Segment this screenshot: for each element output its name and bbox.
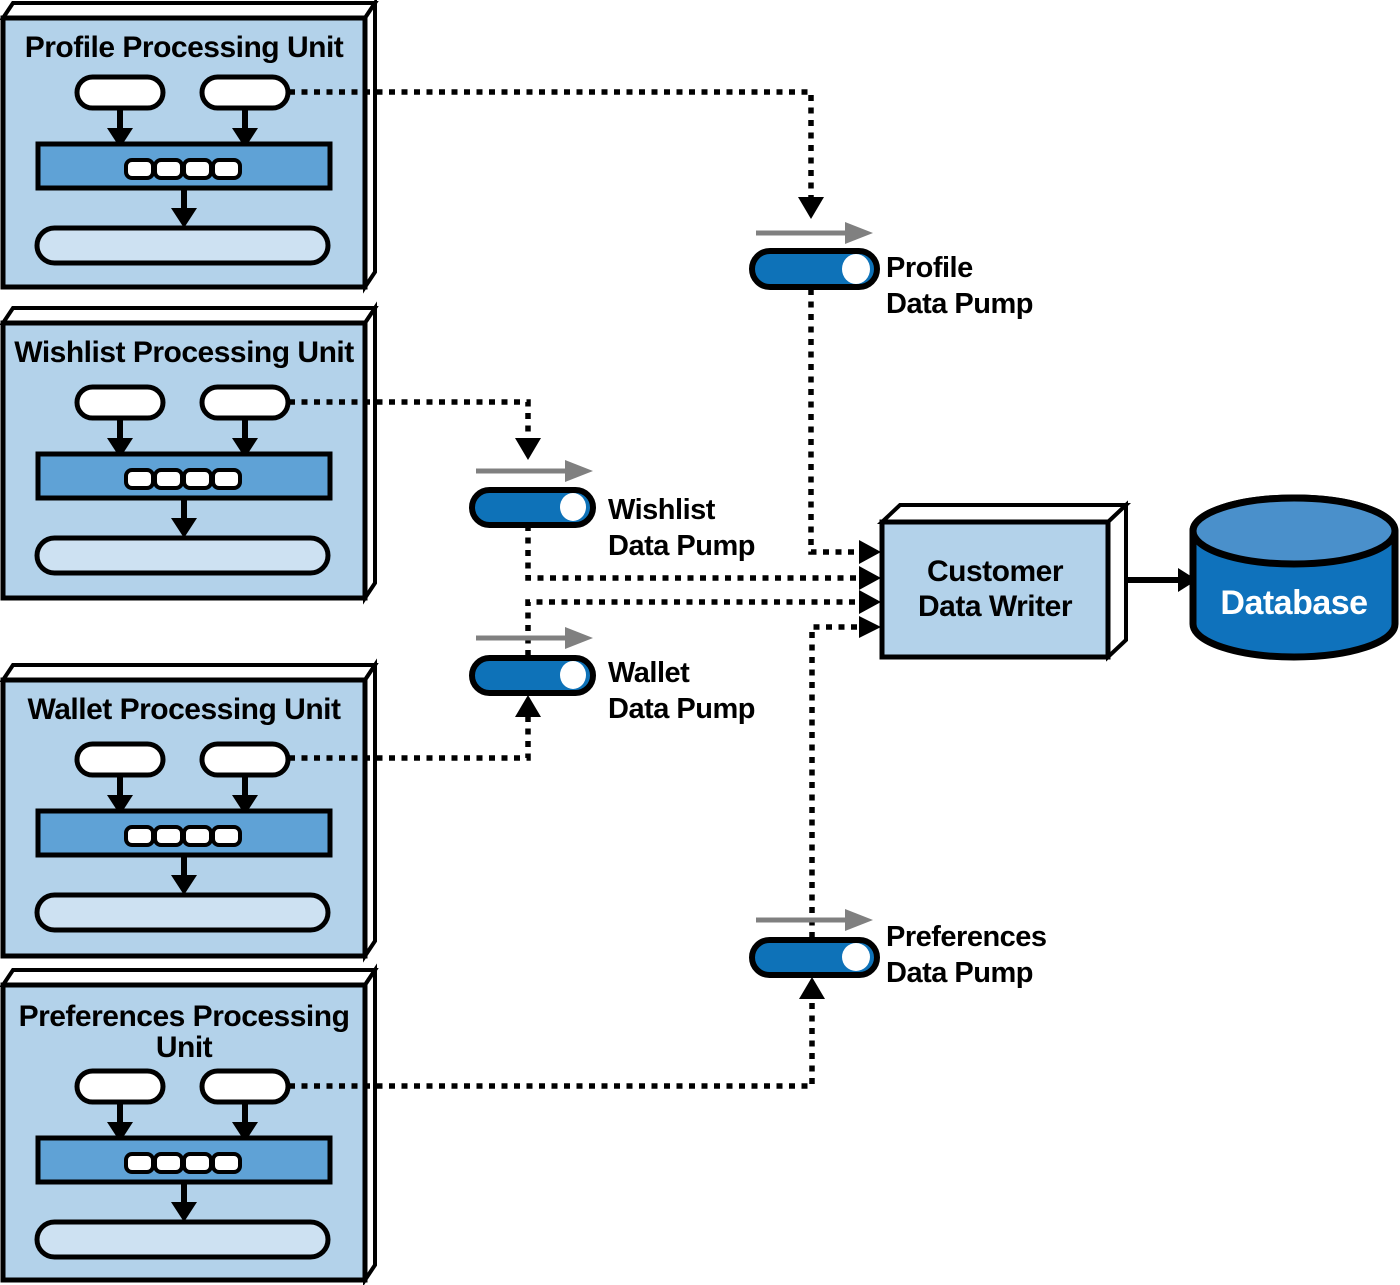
pump-open-end — [842, 943, 870, 971]
pump-label-line1: Wishlist — [608, 494, 715, 526]
connector-wallet-pump-to-writer — [525, 590, 881, 656]
connector-wallet-unit-to-pump — [289, 695, 541, 761]
arrow-right-head-icon — [1178, 568, 1197, 592]
flow-arrow-head-icon — [845, 909, 873, 931]
pump-label-line1: Profile — [886, 252, 973, 284]
arrow-down-head-icon — [515, 438, 541, 460]
flow-arrow-head-icon — [565, 627, 593, 649]
database-label: Database — [1220, 584, 1368, 622]
connector-writer-to-database — [1126, 568, 1197, 592]
preferences-processing-unit-box — [0, 963, 379, 1285]
arrow-up-head-icon — [515, 695, 541, 717]
wishlist-pump-label: Wishlist Data Pump — [608, 492, 755, 564]
arrow-right-head-icon — [859, 590, 881, 614]
arrow-right-head-icon — [859, 566, 881, 590]
pump-label-line1: Preferences — [886, 921, 1047, 953]
pump-label-line2: Data Pump — [608, 530, 755, 562]
connector-profile-unit-to-pump — [289, 89, 824, 219]
preferences-pump-label: Preferences Data Pump — [886, 919, 1047, 991]
pump-label-line2: Data Pump — [608, 693, 755, 725]
pump-label-line1: Wallet — [608, 657, 690, 689]
pump-open-end — [842, 254, 870, 284]
customer-data-writer-box — [876, 500, 1132, 662]
connector-preferences-unit-to-pump — [289, 977, 825, 1089]
connector-wishlist-unit-to-pump — [289, 399, 541, 460]
pump-open-end — [560, 661, 586, 689]
box-right-bevel — [1106, 500, 1128, 662]
preferences-data-pump — [749, 909, 880, 978]
wallet-unit-title: Wallet Processing Unit — [27, 693, 341, 726]
customer-data-writer-label: Customer Data Writer — [882, 554, 1108, 624]
wallet-pump-label: Wallet Data Pump — [608, 655, 755, 727]
flow-arrow-head-icon — [845, 222, 873, 244]
wishlist-processing-unit-box — [0, 301, 379, 605]
pump-label-line2: Data Pump — [886, 957, 1033, 989]
profile-processing-unit-box — [0, 0, 379, 294]
box-top-bevel — [876, 503, 1132, 524]
pump-label-line2: Data Pump — [886, 288, 1033, 320]
preferences-unit-title: Preferences Processing Unit — [18, 1000, 350, 1064]
arrow-right-head-icon — [859, 540, 881, 564]
connector-wishlist-pump-to-writer — [525, 525, 881, 590]
database-top — [1189, 494, 1399, 568]
wishlist-unit-title: Wishlist Processing Unit — [14, 336, 354, 369]
arrow-right-head-icon — [859, 616, 881, 638]
connector-profile-pump-to-writer — [808, 289, 881, 564]
writer-label-line1: Customer — [926, 555, 1064, 588]
writer-label-line2: Data Writer — [918, 590, 1073, 623]
profile-pump-label: Profile Data Pump — [886, 250, 1033, 322]
arrow-down-head-icon — [798, 197, 824, 219]
arrow-up-head-icon — [799, 977, 825, 999]
database-cylinder — [1189, 494, 1399, 661]
flow-arrow-head-icon — [565, 460, 593, 482]
wishlist-data-pump — [469, 460, 596, 528]
pump-open-end — [560, 493, 586, 521]
box-face — [879, 519, 1111, 660]
connector-preferences-pump-to-writer — [809, 616, 881, 938]
profile-data-pump — [749, 222, 880, 290]
profile-unit-title: Profile Processing Unit — [24, 31, 344, 64]
wallet-data-pump — [469, 627, 596, 696]
wallet-processing-unit-box — [0, 658, 379, 963]
